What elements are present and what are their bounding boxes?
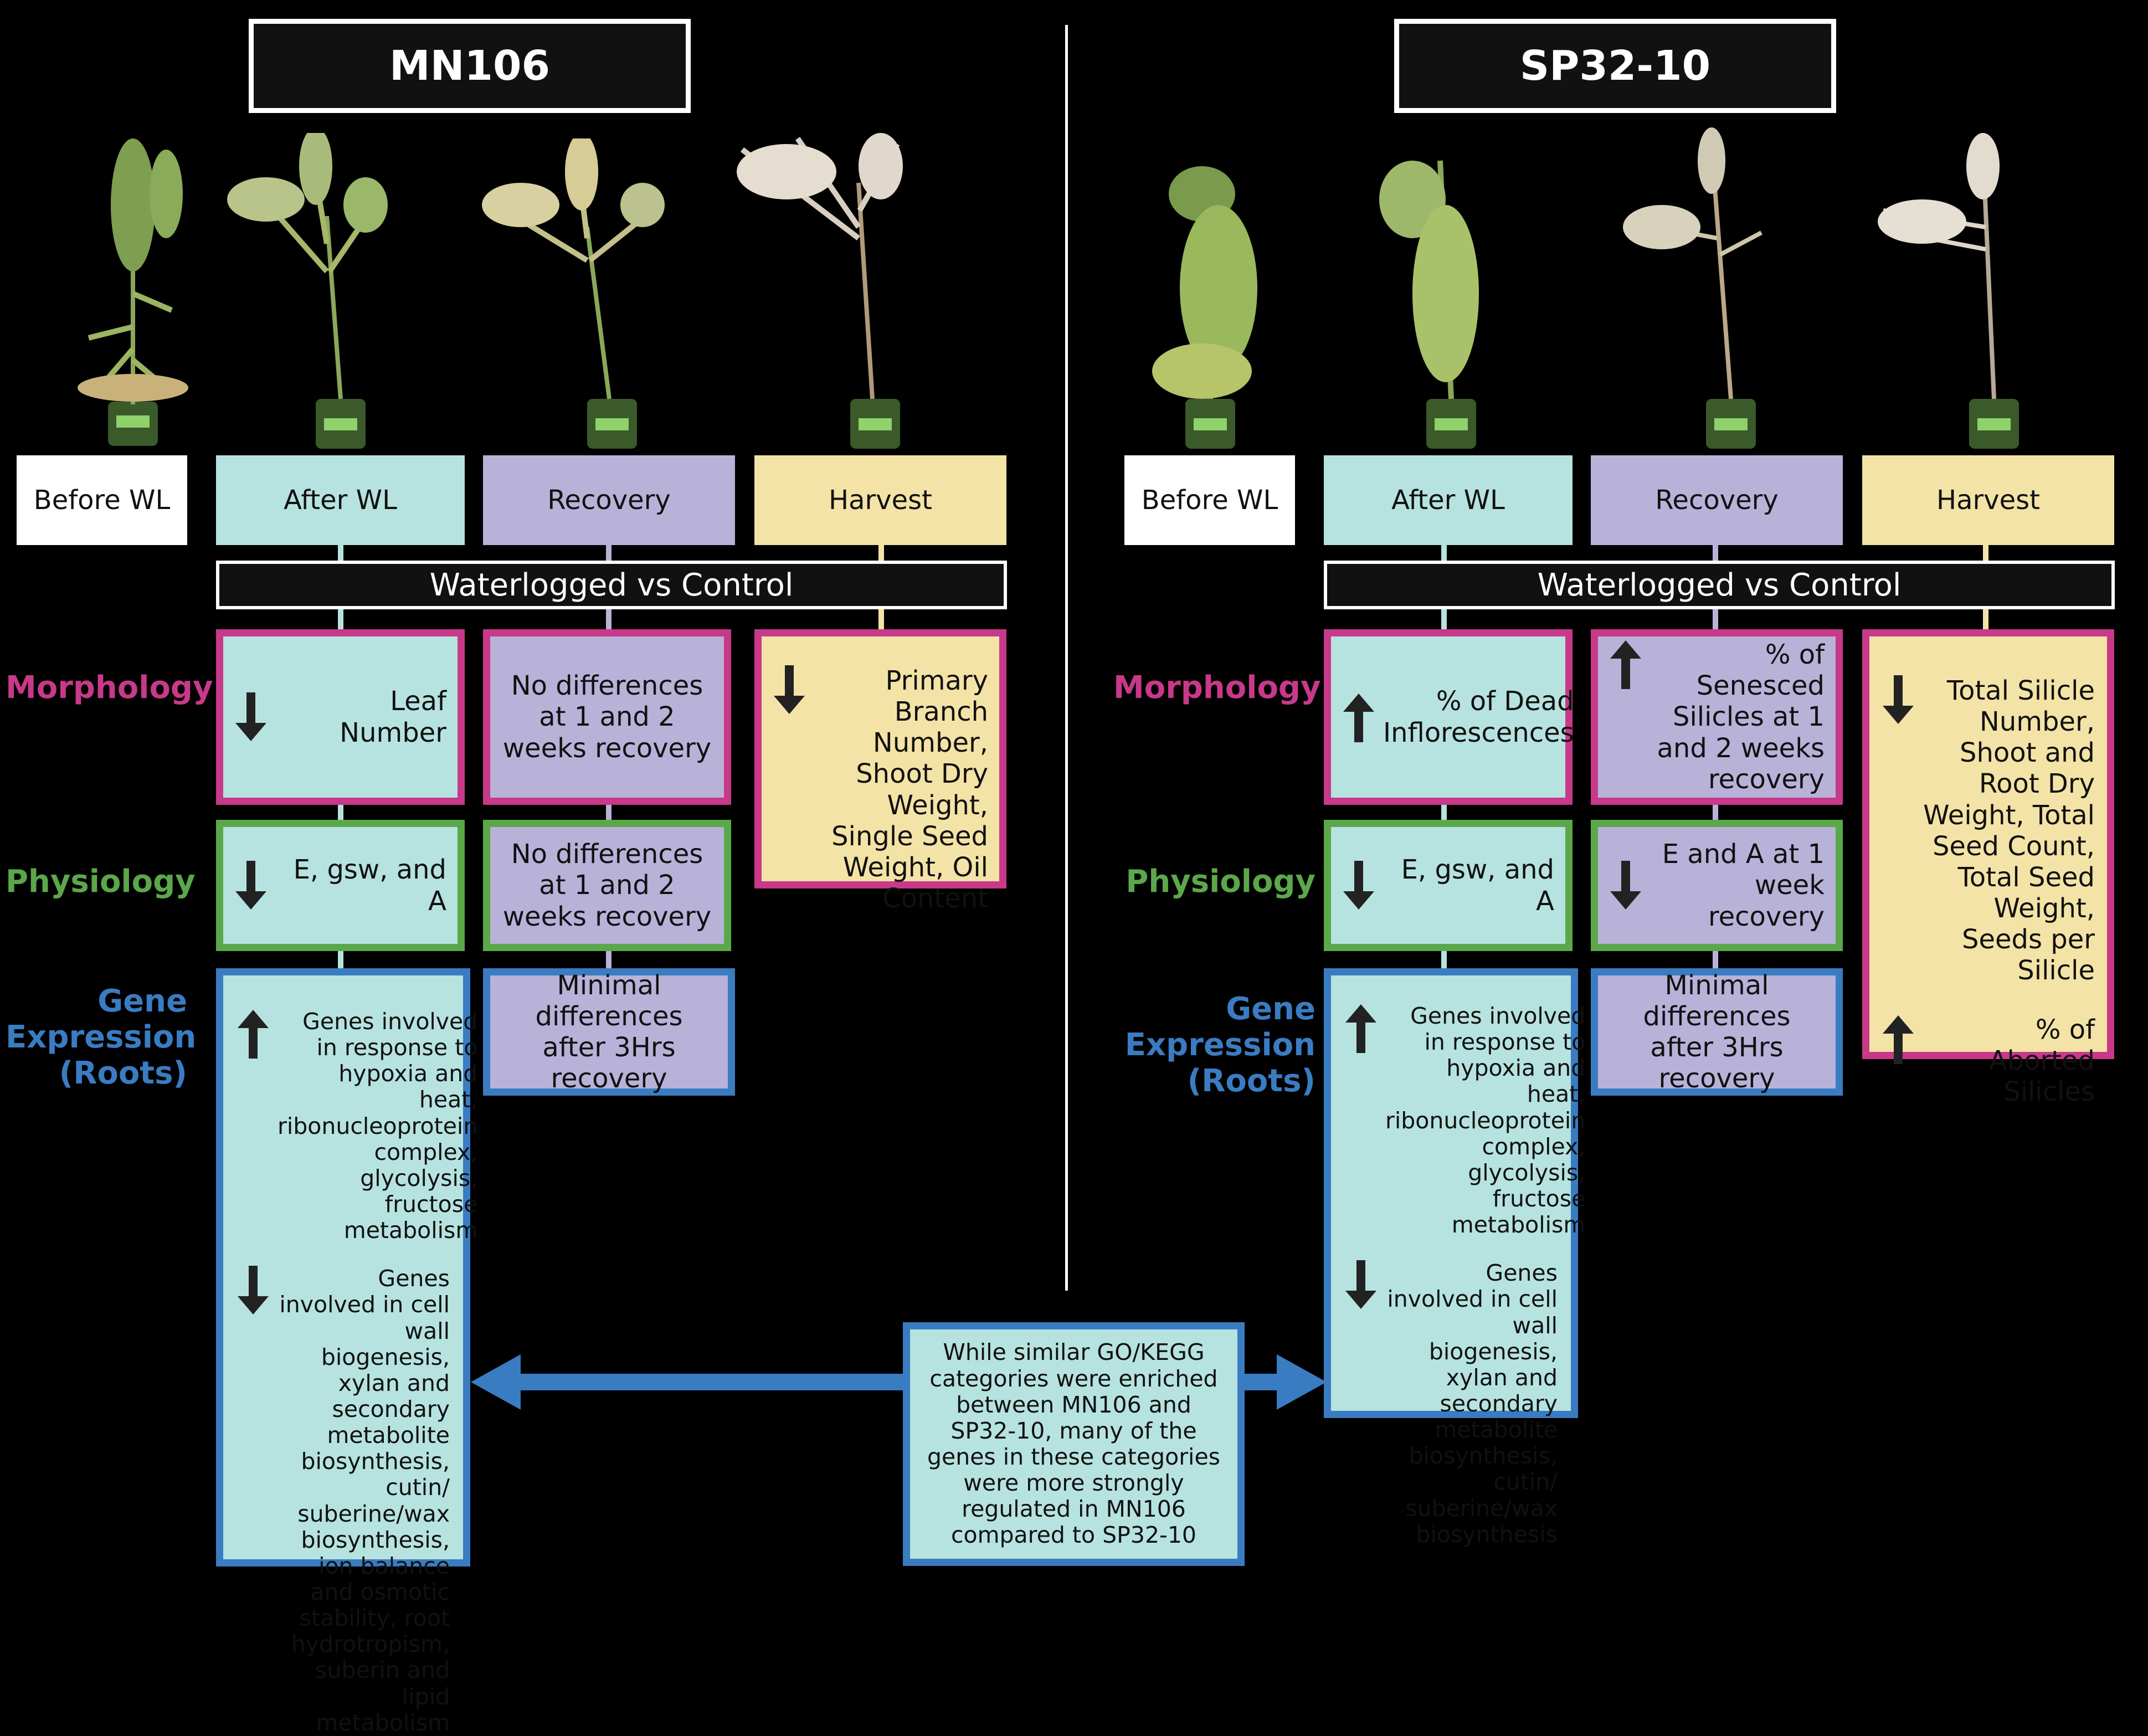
gene-text-up: Genes involved in response to hypoxia an… xyxy=(1385,1003,1586,1239)
physiology-text: E, gsw, and A xyxy=(293,854,446,917)
morphology-text: Primary Branch Number, Shoot Dry Weight,… xyxy=(831,665,988,915)
physiology-text: E and A at 1 week recovery xyxy=(1662,839,1825,932)
plant-mn106-recovery xyxy=(482,138,665,449)
down-arrow-icon xyxy=(1343,860,1374,910)
physiology-text: E, gsw, and A xyxy=(1401,854,1554,917)
morphology-text-down: Total Silicle Number, Shoot and Root Dry… xyxy=(1923,675,2095,987)
comparison-bar: Waterlogged vs Control xyxy=(1324,561,2115,609)
gene-text: Minimal differences after 3Hrs recovery xyxy=(535,969,683,1095)
connector xyxy=(878,608,884,630)
plant-sp32-10-after-wl xyxy=(1379,160,1479,449)
sp32-10-morphology-harvest: Total Silicle Number, Shoot and Root Dry… xyxy=(1862,629,2114,1107)
connector xyxy=(1713,804,1718,821)
down-arrow-icon xyxy=(1610,860,1641,910)
morphology-text: % of Dead Inflorescences xyxy=(1383,686,1574,748)
comparison-note-text: While similar GO/KEGG categories were en… xyxy=(927,1339,1221,1549)
morphology-text: No differences at 1 and 2 weeks recovery xyxy=(502,670,712,764)
title-mn106: MN106 xyxy=(249,19,691,113)
up-arrow-icon xyxy=(1345,1004,1376,1053)
connector xyxy=(606,804,611,821)
mn106-physiology-recovery: No differences at 1 and 2 weeks recovery xyxy=(483,820,731,951)
mn106-gene-expression-recovery: Minimal differences after 3Hrs recovery xyxy=(483,968,735,1096)
row-label-morphology: Morphology xyxy=(6,670,213,706)
down-arrow-icon xyxy=(238,1266,269,1315)
mn106-morphology-after-wl: Leaf Number xyxy=(216,629,465,805)
up-arrow-icon xyxy=(1343,693,1374,742)
stage-after-wl: After WL xyxy=(1324,455,1573,545)
title-sp32-10: SP32-10 xyxy=(1394,19,1836,113)
comparison-note: While similar GO/KEGG categories were en… xyxy=(903,1322,1245,1566)
morphology-text-up: % of Aborted Silicles xyxy=(1988,1014,2095,1107)
row-label-gene-expression: Gene Expression (Roots) xyxy=(1124,991,1315,1099)
sp32-10-gene-expression-recovery: Minimal differences after 3Hrs recovery xyxy=(1591,968,1843,1096)
connector xyxy=(1441,951,1447,969)
center-divider xyxy=(1065,25,1068,1291)
sp32-10-gene-expression-after-wl: Genes involved in response to hypoxia an… xyxy=(1324,968,1585,1547)
sp32-10-physiology-after-wl: E, gsw, and A xyxy=(1324,820,1573,951)
down-arrow-icon xyxy=(774,665,805,714)
gene-text-up: Genes involved in response to hypoxia an… xyxy=(278,1008,478,1244)
gene-text-down: Genes involved in cell wall biogenesis, … xyxy=(279,1265,450,1736)
up-arrow-icon xyxy=(1883,1015,1914,1064)
connector xyxy=(338,608,343,630)
down-arrow-icon xyxy=(1883,675,1914,724)
stage-recovery: Recovery xyxy=(1591,455,1843,545)
connector xyxy=(1983,608,1988,630)
plant-sp32-10-before-wl xyxy=(1152,166,1257,449)
connector xyxy=(606,951,611,969)
connector xyxy=(1441,804,1447,821)
connector xyxy=(1713,608,1718,630)
sp32-10-morphology-recovery: % of Senesced Silicles at 1 and 2 weeks … xyxy=(1591,629,1843,805)
row-label-gene-expression: Gene Expression (Roots) xyxy=(6,983,197,1091)
gene-text: Minimal differences after 3Hrs recovery xyxy=(1643,969,1791,1095)
morphology-text: % of Senesced Silicles at 1 and 2 weeks … xyxy=(1657,639,1825,795)
morphology-text: Leaf Number xyxy=(340,686,446,748)
up-arrow-icon xyxy=(238,1010,269,1059)
stage-harvest: Harvest xyxy=(754,455,1006,545)
plant-mn106-after-wl xyxy=(227,133,388,449)
stage-after-wl: After WL xyxy=(216,455,465,545)
plant-mn106-before-wl xyxy=(78,138,188,446)
row-label-physiology: Physiology xyxy=(1126,864,1315,900)
connector xyxy=(1713,951,1718,969)
row-label-morphology: Morphology xyxy=(1113,670,1321,706)
plant-mn106-harvest xyxy=(737,133,903,449)
connector xyxy=(338,951,343,969)
down-arrow-icon xyxy=(235,692,266,741)
stage-recovery: Recovery xyxy=(483,455,735,545)
sp32-10-morphology-after-wl: % of Dead Inflorescences xyxy=(1324,629,1574,805)
down-arrow-icon xyxy=(1345,1260,1376,1309)
connector xyxy=(606,608,611,630)
comparison-bar: Waterlogged vs Control xyxy=(216,561,1007,609)
physiology-text: No differences at 1 and 2 weeks recovery xyxy=(502,839,712,932)
stage-harvest: Harvest xyxy=(1862,455,2114,545)
mn106-physiology-after-wl: E, gsw, and A xyxy=(216,820,465,951)
connector xyxy=(338,804,343,821)
connector xyxy=(1441,608,1447,630)
mn106-morphology-recovery: No differences at 1 and 2 weeks recovery xyxy=(483,629,731,805)
mn106-gene-expression-after-wl: Genes involved in response to hypoxia an… xyxy=(216,968,477,1735)
gene-text-down: Genes involved in cell wall biogenesis, … xyxy=(1387,1260,1558,1548)
stage-before-wl: Before WL xyxy=(1124,455,1295,545)
mn106-morphology-harvest: Primary Branch Number, Shoot Dry Weight,… xyxy=(754,629,1006,914)
plant-sp32-10-recovery xyxy=(1623,127,1762,449)
sp32-10-physiology-recovery: E and A at 1 week recovery xyxy=(1591,820,1843,951)
row-label-physiology: Physiology xyxy=(6,864,196,900)
stage-before-wl: Before WL xyxy=(17,455,187,545)
up-arrow-icon xyxy=(1610,640,1641,690)
plant-sp32-10-harvest xyxy=(1878,133,2019,449)
down-arrow-icon xyxy=(235,860,266,910)
